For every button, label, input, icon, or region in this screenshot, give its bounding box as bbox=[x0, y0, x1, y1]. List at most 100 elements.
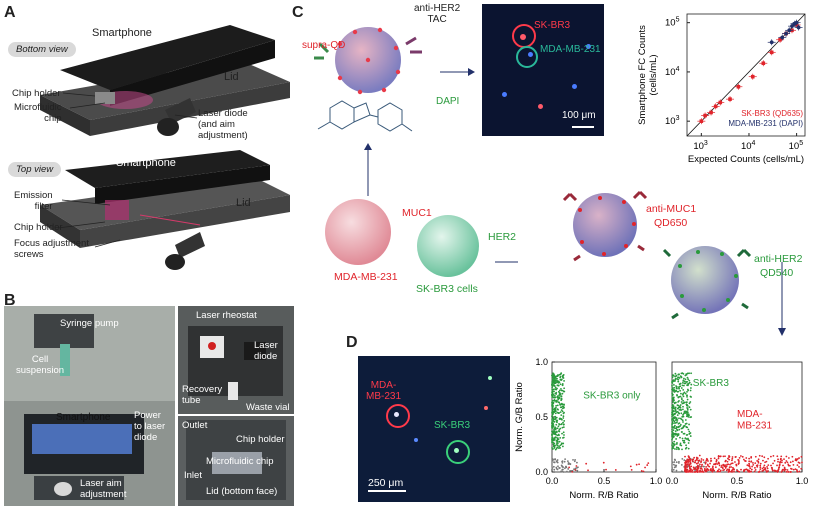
data-point bbox=[553, 374, 556, 377]
data-point bbox=[678, 428, 681, 431]
y-tick-label: 0.0 bbox=[535, 467, 548, 477]
data-point bbox=[686, 398, 689, 401]
data-point bbox=[685, 426, 688, 428]
recovery-tube-label: Recovery tube bbox=[182, 384, 223, 406]
data-point bbox=[674, 422, 676, 425]
data-point bbox=[674, 430, 677, 433]
data-point bbox=[706, 468, 709, 471]
top-chip-holder-label: Chip holder bbox=[14, 222, 63, 233]
data-point bbox=[557, 380, 560, 383]
data-point bbox=[551, 393, 553, 396]
data-point bbox=[731, 457, 734, 460]
data-point bbox=[709, 462, 711, 465]
data-point bbox=[696, 459, 698, 461]
data-point bbox=[565, 465, 567, 468]
data-point bbox=[794, 459, 797, 462]
data-point bbox=[796, 458, 799, 460]
data-point bbox=[602, 461, 605, 464]
data-point bbox=[560, 399, 563, 402]
data-point bbox=[675, 374, 678, 377]
data-point bbox=[689, 471, 692, 473]
data-point bbox=[563, 411, 565, 414]
data-point bbox=[718, 468, 720, 471]
data-point bbox=[682, 380, 685, 382]
data-point bbox=[695, 462, 698, 465]
data-point bbox=[688, 372, 691, 375]
data-point bbox=[672, 389, 675, 392]
data-point bbox=[556, 437, 559, 439]
data-point bbox=[684, 419, 687, 421]
data-point bbox=[614, 469, 617, 471]
data-point bbox=[573, 460, 576, 463]
data-point bbox=[563, 420, 566, 422]
data-point bbox=[740, 468, 742, 471]
plot-frame bbox=[551, 361, 657, 473]
data-point bbox=[640, 469, 643, 472]
x-tick-label: 1.0 bbox=[796, 476, 809, 486]
panel-label-a: A bbox=[4, 4, 16, 21]
data-point bbox=[699, 119, 704, 123]
data-point bbox=[683, 377, 685, 380]
data-point bbox=[674, 377, 677, 380]
data-point bbox=[555, 404, 558, 407]
data-point bbox=[556, 404, 559, 407]
conjugated-qd-schematic bbox=[562, 190, 783, 330]
data-point bbox=[561, 426, 564, 429]
data-point bbox=[716, 463, 719, 465]
data-point bbox=[680, 397, 683, 399]
data-point bbox=[784, 461, 787, 464]
data-point bbox=[759, 462, 762, 465]
data-point bbox=[704, 470, 707, 473]
data-point bbox=[687, 442, 690, 444]
outlet-label: Outlet bbox=[182, 420, 208, 431]
y-tick-label: 105 bbox=[665, 17, 680, 29]
x-tick-label: 103 bbox=[693, 140, 708, 152]
data-point bbox=[745, 468, 748, 471]
micro-c-scale-label: 100 μm bbox=[562, 110, 596, 121]
b-microfluidic-chip-label: Microfluidic chip bbox=[206, 456, 274, 467]
data-point bbox=[674, 464, 677, 467]
data-point bbox=[672, 468, 675, 471]
data-point bbox=[677, 411, 680, 414]
data-point bbox=[704, 462, 707, 465]
data-point bbox=[763, 456, 766, 459]
data-point bbox=[732, 466, 734, 469]
data-point bbox=[677, 422, 680, 425]
lid-bottom-label: Lid (bottom face) bbox=[206, 486, 278, 497]
data-point bbox=[713, 104, 718, 109]
data-point bbox=[555, 380, 558, 382]
data-point bbox=[555, 467, 558, 470]
data-point bbox=[638, 463, 640, 466]
data-point bbox=[551, 421, 553, 424]
data-point bbox=[684, 466, 687, 469]
data-point bbox=[726, 460, 729, 463]
data-point bbox=[553, 408, 556, 411]
data-point bbox=[678, 408, 681, 411]
data-point bbox=[671, 461, 674, 464]
data-point bbox=[716, 469, 719, 472]
data-point bbox=[557, 438, 560, 441]
data-point bbox=[554, 412, 557, 415]
data-point bbox=[727, 463, 730, 466]
data-point bbox=[681, 448, 683, 451]
data-point bbox=[556, 377, 558, 380]
data-point bbox=[764, 467, 767, 470]
data-point bbox=[690, 416, 693, 418]
emission-filter-label: Emission filter bbox=[14, 190, 53, 212]
data-point bbox=[563, 403, 565, 406]
data-point bbox=[699, 470, 702, 473]
data-point bbox=[684, 468, 686, 470]
data-point bbox=[671, 422, 674, 425]
data-point bbox=[671, 417, 674, 420]
data-point bbox=[551, 436, 554, 439]
data-point bbox=[679, 423, 682, 426]
anti-her2-label: anti-HER2 bbox=[754, 253, 803, 265]
data-point bbox=[673, 399, 675, 402]
data-point bbox=[718, 464, 721, 467]
data-point bbox=[671, 392, 674, 395]
data-point bbox=[576, 469, 579, 472]
data-point bbox=[700, 461, 702, 464]
data-point bbox=[751, 465, 753, 468]
data-point bbox=[561, 460, 564, 463]
